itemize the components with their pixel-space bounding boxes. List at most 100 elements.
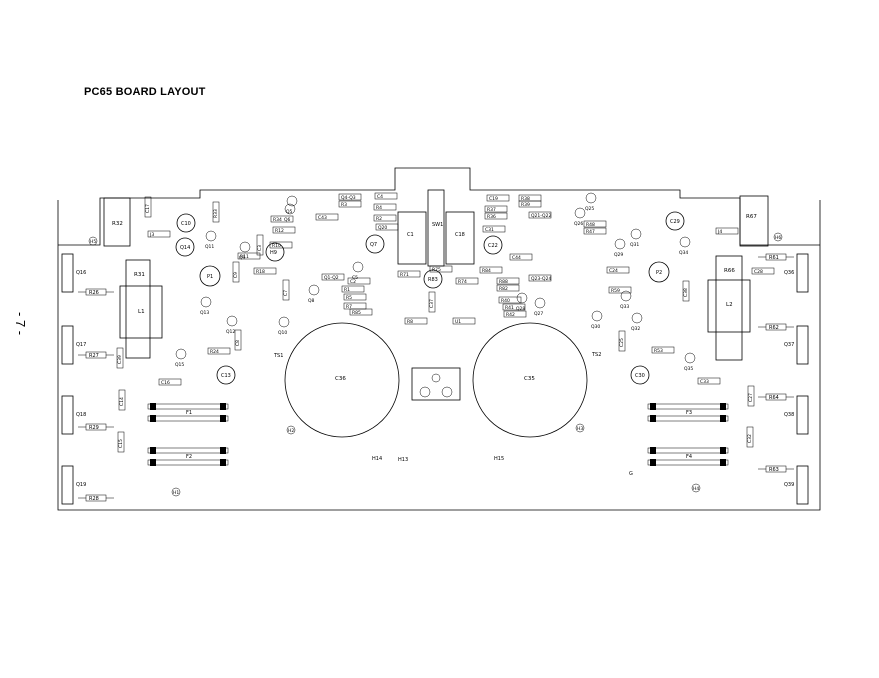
- fuse-clip-f4-b: [720, 447, 726, 454]
- label-r24: R24: [210, 349, 219, 355]
- label-c18: C18: [455, 232, 465, 238]
- part-r4: [373, 203, 397, 211]
- label-h2: H2: [288, 428, 294, 434]
- label-q35: Q35: [684, 366, 693, 372]
- part-c14: [118, 389, 126, 411]
- pot-p1: [199, 265, 221, 287]
- fuse-clip-f2-d: [220, 459, 226, 466]
- component-outlines: [103, 189, 769, 438]
- label-r33: R33: [213, 209, 219, 218]
- fuse-clip-f1-a: [150, 403, 156, 410]
- label-r18: R18: [256, 269, 265, 275]
- part-c38: [682, 280, 690, 302]
- part-j4: [715, 227, 739, 235]
- cap-c29: [665, 211, 685, 231]
- cap-c22: [483, 235, 503, 255]
- label-c29: C29: [670, 219, 680, 225]
- part-q4-q3: [338, 193, 362, 201]
- part-r3: [338, 200, 362, 208]
- label-q4-q3: Q4-Q3: [341, 195, 356, 201]
- fuse-holder-f1-bottom: [147, 415, 229, 422]
- label-r48: R48: [586, 222, 595, 228]
- label-r36: R36: [487, 214, 496, 220]
- fuse-holder-f3-top: [647, 403, 729, 410]
- terminal-q18: [61, 395, 74, 435]
- label-q12: Q12: [226, 329, 235, 335]
- mount-h6: [773, 232, 783, 242]
- part-r48: [583, 220, 607, 228]
- label-q33: Q33: [620, 304, 629, 310]
- mount-h1: [171, 487, 181, 497]
- label-q38: Q38: [784, 412, 794, 418]
- part-q23-q24: [528, 274, 552, 282]
- bridge-rectifier: [411, 367, 461, 401]
- label-q31: Q31: [630, 242, 639, 248]
- label-c9: C9: [233, 272, 239, 278]
- capacitor-c35: [472, 322, 588, 438]
- label-j4: J4: [717, 229, 722, 235]
- label-c15: C15: [118, 439, 124, 448]
- label-r12: R12: [275, 228, 284, 234]
- label-q18: Q18: [76, 412, 86, 418]
- label-q36: Q36: [784, 270, 794, 276]
- label-q27: Q27: [534, 311, 543, 317]
- label-sw1: SW1: [432, 222, 443, 228]
- label-c3: C3: [257, 245, 263, 251]
- label-q21-q22: Q21-Q22: [531, 213, 551, 219]
- label-q6: Q6: [284, 217, 291, 223]
- label-q16: Q16: [76, 270, 86, 276]
- label-c8: C8: [235, 340, 241, 346]
- part-c28: [751, 267, 775, 275]
- label-r39: R39: [521, 202, 530, 208]
- part-c16: [158, 378, 182, 386]
- label-f4: F4: [686, 454, 692, 460]
- transistor-q35: [684, 352, 696, 364]
- label-r28: R28: [89, 496, 99, 502]
- label-r2: R2: [376, 216, 382, 222]
- part-r37: [484, 205, 508, 213]
- transistor-q34: [679, 236, 691, 248]
- label-r3: R3: [341, 202, 347, 208]
- label-r88: R88: [499, 279, 508, 285]
- fuse-clip-f3-b: [720, 403, 726, 410]
- fuse-holder-f2-top: [147, 447, 229, 454]
- label-c25: C25: [619, 338, 625, 347]
- label-q14: Q14: [180, 245, 190, 251]
- label-c32: C32: [747, 434, 753, 443]
- mount-h4: [691, 483, 701, 493]
- part-c24: [606, 266, 630, 274]
- transistor-q28: [516, 292, 528, 304]
- terminal-q38: [796, 395, 809, 435]
- label-h13: H13: [398, 457, 408, 463]
- label-c19: C19: [489, 196, 498, 202]
- part-r33: [212, 201, 220, 223]
- resistor-r31: [125, 259, 151, 359]
- transistor-q25: [585, 192, 597, 204]
- label-r61: R61: [769, 255, 779, 261]
- part-c33: [697, 377, 721, 385]
- label-r59: R59: [611, 288, 620, 294]
- part-c4: [374, 192, 398, 200]
- mount-h3: [575, 423, 585, 433]
- fuse-holder-f2-bottom: [147, 459, 229, 466]
- label-c30: C30: [635, 373, 645, 379]
- board-outline: [57, 167, 821, 511]
- label-q25: Q25: [585, 206, 594, 212]
- transistor-q30: [591, 310, 603, 322]
- part-c37: [428, 291, 436, 313]
- part-c9: [232, 261, 240, 283]
- part-r12: [272, 226, 296, 234]
- switch-sw1-body: [427, 189, 445, 267]
- cap-q14: [175, 237, 195, 257]
- fuse-clip-f1-c: [150, 415, 156, 422]
- label-q5: Q5: [286, 209, 293, 215]
- part-r36: [484, 212, 508, 220]
- label-c38: C38: [683, 288, 689, 297]
- label-c16: C16: [161, 380, 170, 386]
- label-r66: R66: [724, 268, 735, 274]
- label-c44: C44: [512, 255, 521, 261]
- label-r7: R7: [346, 304, 352, 310]
- label-q9: Q9: [239, 255, 246, 261]
- fuse-holder-f3-bottom: [647, 415, 729, 422]
